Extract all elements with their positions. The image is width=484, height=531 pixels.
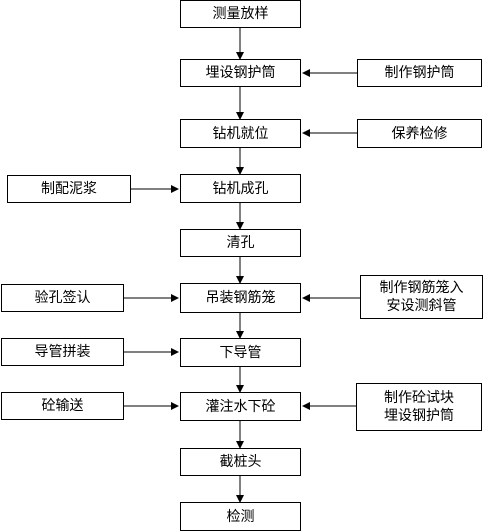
step-label: 测量放样 — [212, 6, 269, 22]
step-label: 吊装钢筋笼 — [205, 290, 276, 306]
input-label: 制配泥浆 — [41, 181, 97, 197]
step-label: 钻机就位 — [212, 125, 269, 142]
step-rig-in-place: 钻机就位 — [180, 119, 301, 148]
step-inspection: 检测 — [180, 502, 301, 531]
input-concrete-delivery: 砼输送 — [1, 392, 124, 420]
input-maintenance: 保养检修 — [357, 119, 482, 148]
input-hole-check-signoff: 验孔签认 — [1, 284, 124, 312]
input-label: 制作钢筋笼入 安设测斜管 — [379, 280, 464, 314]
step-underwater-concrete: 灌注水下砼 — [180, 392, 301, 421]
input-label: 砼输送 — [41, 398, 84, 414]
step-label: 埋设钢护筒 — [205, 65, 276, 81]
input-make-rebar-cage: 制作钢筋笼入 安设测斜管 — [360, 275, 483, 319]
step-cut-pile-head: 截桩头 — [180, 448, 301, 476]
step-label: 检测 — [226, 508, 255, 525]
step-bury-steel-casing: 埋设钢护筒 — [180, 59, 301, 87]
step-label: 截桩头 — [219, 454, 262, 470]
step-lower-tremie: 下导管 — [180, 338, 301, 367]
input-concrete-test-block: 制作砼试块 埋设钢护筒 — [356, 383, 482, 431]
step-label: 钻机成孔 — [212, 180, 269, 197]
step-label: 下导管 — [219, 344, 262, 361]
step-label: 清孔 — [226, 235, 255, 251]
step-survey-layout: 测量放样 — [180, 0, 301, 28]
input-label: 保养检修 — [391, 125, 448, 142]
step-lift-rebar-cage: 吊装钢筋笼 — [180, 283, 301, 313]
input-label: 制作钢护筒 — [384, 65, 455, 81]
step-drilling: 钻机成孔 — [180, 174, 301, 203]
step-label: 灌注水下砼 — [205, 398, 276, 415]
input-prepare-mud: 制配泥浆 — [7, 175, 131, 203]
input-tremie-assembly: 导管拼装 — [1, 338, 124, 366]
input-make-steel-casing: 制作钢护筒 — [357, 59, 482, 87]
input-label: 验孔签认 — [34, 290, 91, 306]
input-label: 制作砼试块 埋设钢护筒 — [384, 390, 454, 424]
step-hole-cleaning: 清孔 — [180, 229, 301, 257]
input-label: 导管拼装 — [34, 344, 91, 360]
